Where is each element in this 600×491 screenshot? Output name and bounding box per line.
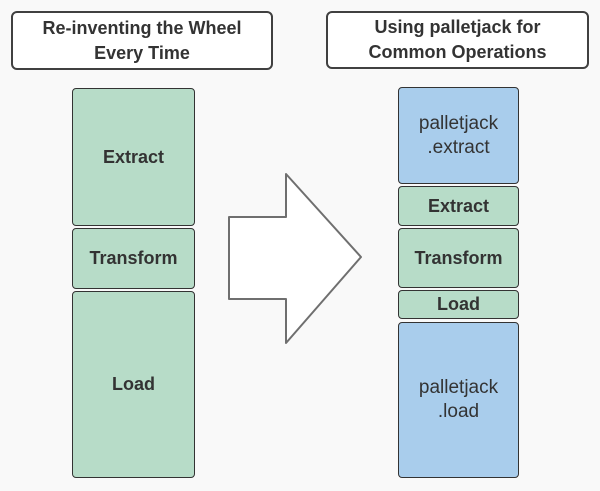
right-block-extract: Extract	[398, 186, 519, 226]
block-label: Extract	[427, 195, 490, 216]
right-title-line2: Common Operations	[368, 42, 547, 62]
right-title: Using palletjack for Common Operations	[326, 11, 589, 69]
block-label: Load	[112, 374, 155, 394]
left-block-transform: Transform	[72, 228, 195, 289]
left-title-line2: Every Time	[94, 42, 190, 63]
block-label: Transform	[89, 248, 178, 268]
right-title-line1: Using palletjack for	[374, 17, 541, 37]
block-label-line2: .extract	[427, 136, 490, 158]
right-block-palletjack-extract: palletjack .extract	[398, 87, 519, 184]
block-label-line2: .load	[437, 401, 480, 422]
block-label: Transform	[414, 247, 503, 268]
right-block-palletjack-load: palletjack .load	[398, 322, 519, 478]
right-block-load: Load	[398, 290, 519, 319]
left-title-line1: Re-inventing the Wheel	[42, 17, 242, 38]
right-block-transform: Transform	[398, 228, 519, 288]
block-label-line1: palletjack	[418, 377, 499, 398]
block-label-line1: palletjack	[418, 112, 499, 134]
block-label: Load	[437, 294, 480, 314]
left-title: Re-inventing the Wheel Every Time	[11, 11, 273, 70]
left-block-extract: Extract	[72, 88, 195, 226]
block-label: Extract	[102, 146, 165, 167]
left-block-load: Load	[72, 291, 195, 478]
